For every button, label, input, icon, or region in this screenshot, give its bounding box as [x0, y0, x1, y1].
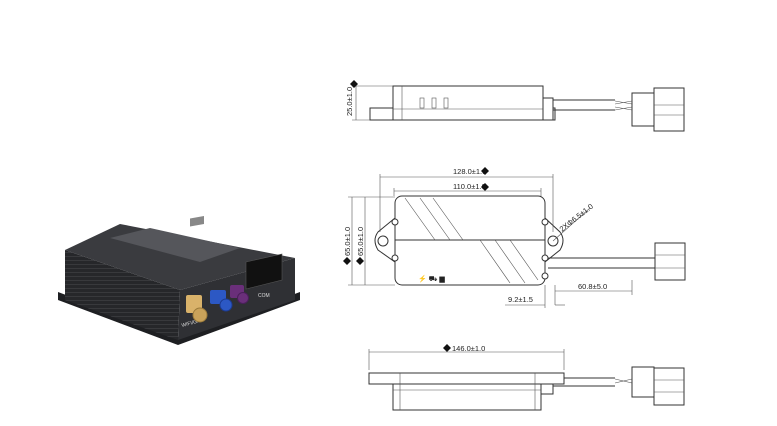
- cable-length-dim: 60.8±5.0: [578, 282, 607, 291]
- overall-width-dim: 128.0±1.0: [453, 167, 486, 176]
- sma-purple-connector: [230, 285, 249, 304]
- device-photo: COM WIFI/GPS: [58, 216, 300, 345]
- symbol-icons: ⚡ ⛟ ▆: [418, 274, 445, 283]
- offset-dim: 9.2±1.5: [508, 295, 533, 304]
- length-dim: 146.0±1.0: [452, 344, 485, 353]
- hole-dim: 2XΦ6.5±1.0: [558, 202, 595, 234]
- top-view-drawing: 25.0±1.0: [345, 80, 685, 132]
- com-label: COM: [258, 293, 270, 299]
- body-width-dim: 110.0±1.0: [453, 182, 486, 191]
- com-port: [245, 253, 283, 290]
- height-dim-top: 25.0±1.0: [345, 87, 354, 116]
- top-label-area: [110, 228, 240, 262]
- height-dim-inner: 65.0±1.0: [356, 227, 365, 256]
- wifi-label: WIFI/GPS: [181, 317, 205, 329]
- qr-code: [190, 216, 204, 227]
- height-dim-outer: 65.0±1.0: [343, 227, 352, 256]
- sma-blue-connector: [210, 290, 233, 312]
- bottom-view-drawing: 146.0±1.0: [368, 344, 685, 411]
- sma-yellow-connector: [186, 295, 208, 323]
- front-view-drawing: ⚡ ⛟ ▆ 128.0±1.0 110.0±1.0 65.0±1.0 65.0±…: [343, 167, 686, 308]
- key-dim-diamond-icon: [350, 80, 358, 88]
- finned-side: [65, 250, 180, 340]
